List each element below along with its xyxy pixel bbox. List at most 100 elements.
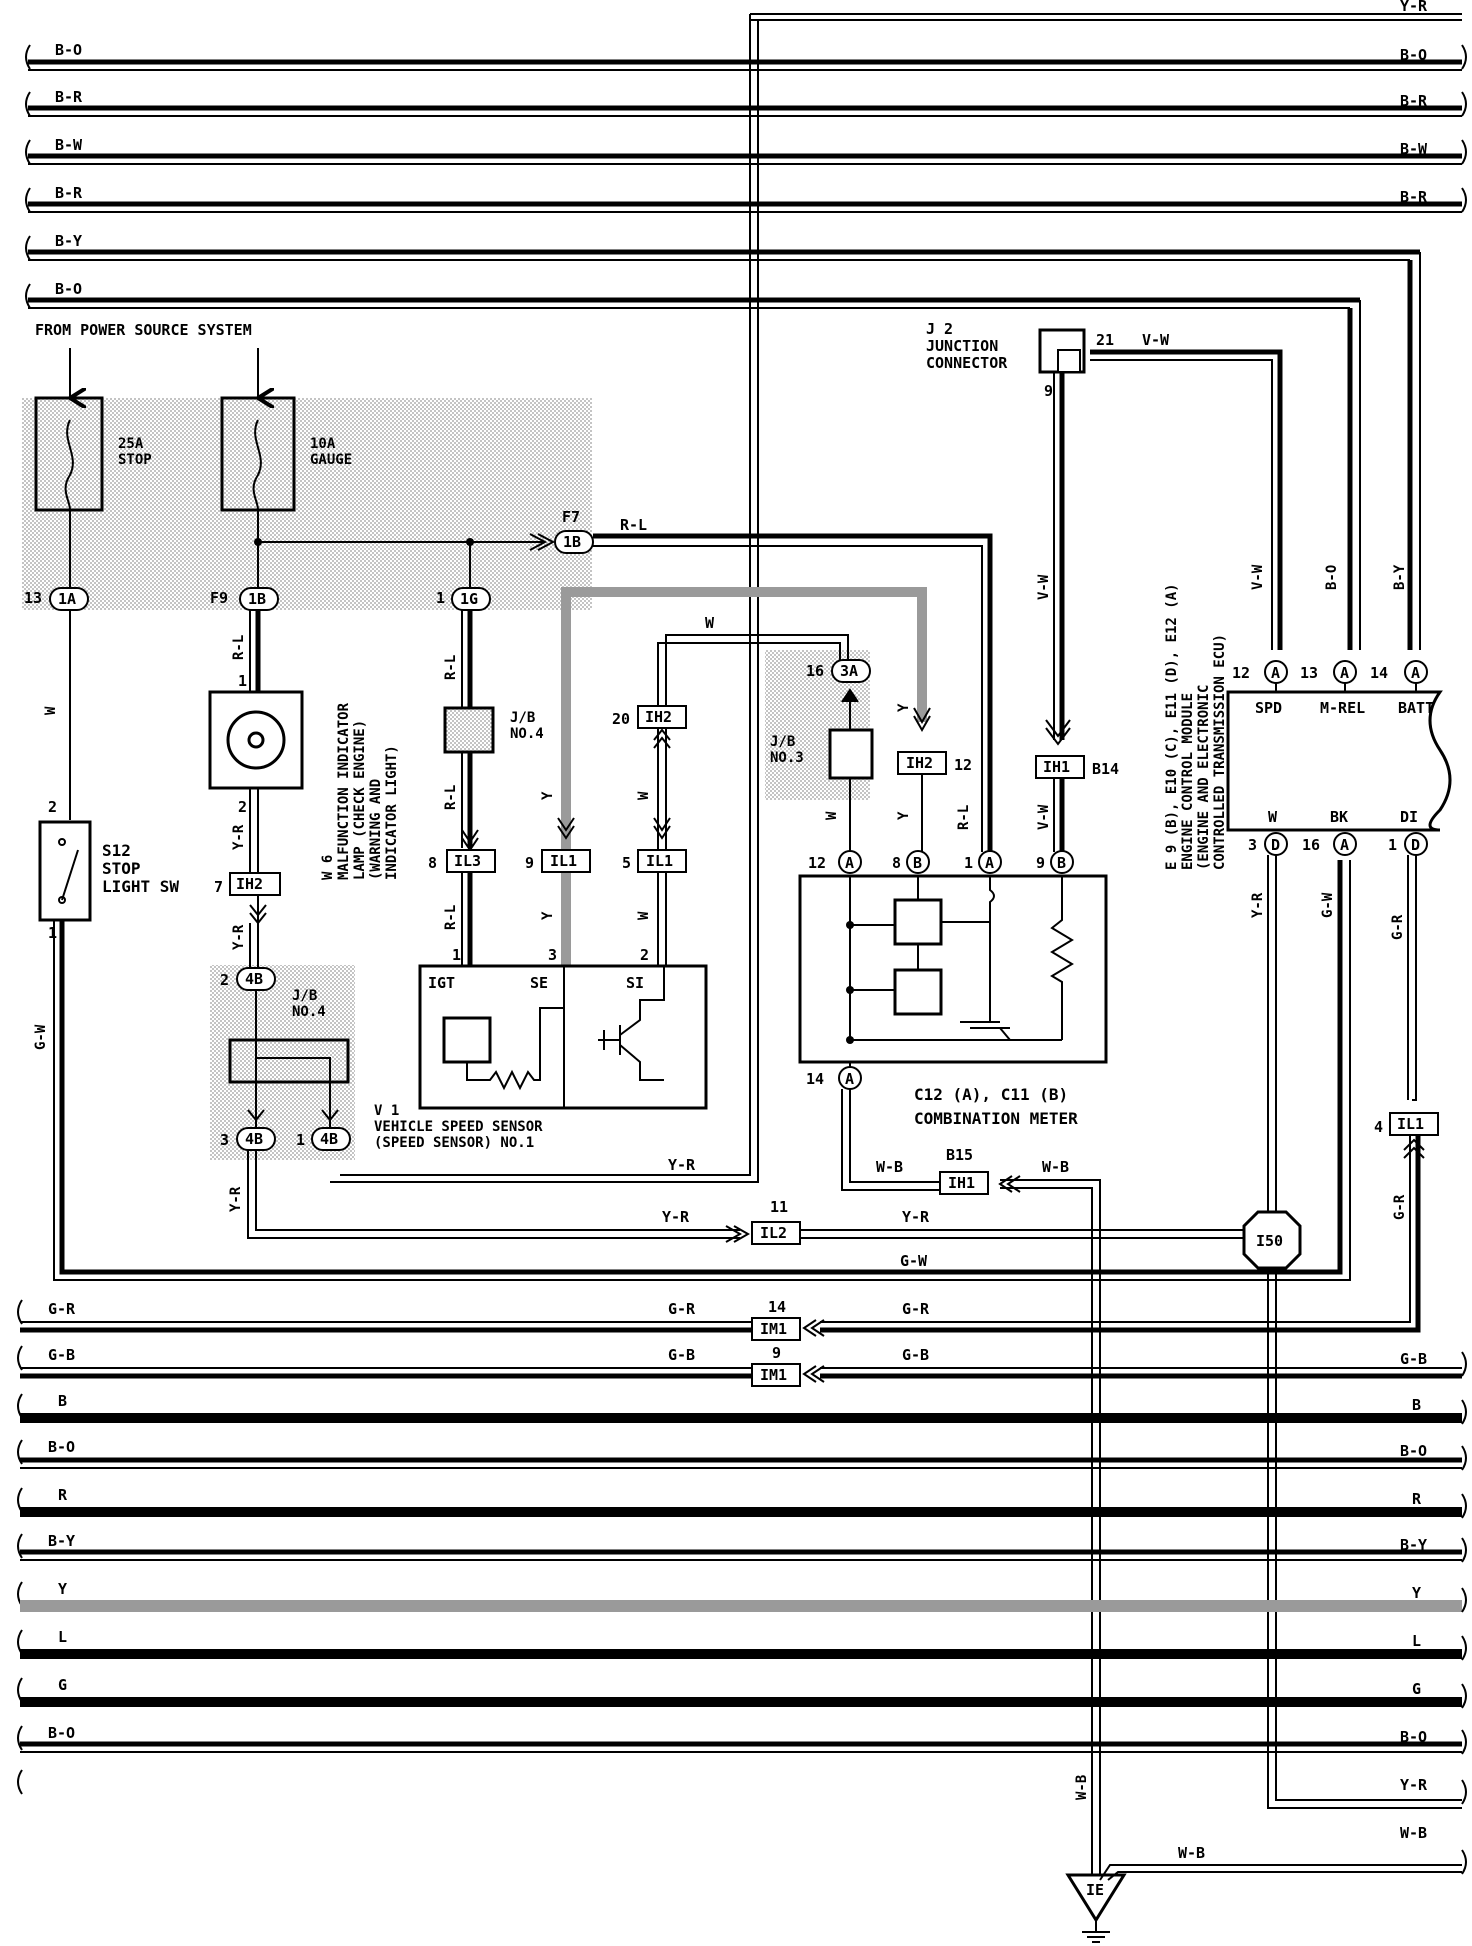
svg-text:BATT: BATT — [1398, 699, 1434, 717]
power-source-label: FROM POWER SOURCE SYSTEM — [35, 321, 252, 339]
bus-top-right-0: B-O — [1400, 46, 1427, 64]
bus-line — [25, 91, 1467, 117]
combination-meter — [798, 874, 1108, 1072]
connector-il1-b: 5 IL1 — [622, 849, 687, 873]
ecu-wire-spd: V-W — [1250, 564, 1266, 590]
svg-text:A: A — [1271, 664, 1280, 682]
wire-w-stop: W — [43, 706, 59, 715]
wire-w-il1-2: W — [636, 911, 652, 920]
meter-pin-14a: 14 A — [806, 1066, 862, 1090]
wire-yr-ih2: Y-R — [231, 924, 247, 950]
connector-3-4b: 3 4B — [220, 1127, 276, 1151]
svg-text:8: 8 — [428, 854, 437, 872]
svg-text:A: A — [845, 854, 854, 872]
jb4-upper-box — [443, 706, 495, 754]
wire-rl-il3-2: R-L — [443, 905, 459, 930]
connector-13-1a: 13 1A — [24, 587, 89, 611]
connector-im1-a: 14 IM1 — [751, 1298, 801, 1341]
bus-top-left-5: B-O — [55, 280, 82, 298]
svg-text:IH1: IH1 — [1043, 758, 1070, 776]
svg-text:1: 1 — [964, 854, 973, 872]
svg-text:1: 1 — [452, 946, 461, 964]
wire-w-il1: W — [636, 791, 652, 800]
svg-text:B: B — [913, 854, 922, 872]
wire-gr-im1-right: G-R — [902, 1300, 930, 1318]
svg-text:D: D — [1411, 836, 1420, 854]
svg-text:4B: 4B — [245, 970, 263, 988]
bus-bottom-right-6: Y — [1412, 1584, 1421, 1602]
bus-bottom-right-1: G-B — [1400, 1350, 1427, 1368]
svg-text:2: 2 — [48, 798, 57, 816]
wire-gb-im1-left: G-B — [668, 1346, 695, 1364]
junction-connector-j2: 21 V-W 9 — [1038, 328, 1170, 400]
svg-text:9: 9 — [772, 1344, 781, 1362]
svg-text:13: 13 — [24, 589, 42, 607]
svg-text:1B: 1B — [563, 533, 581, 551]
svg-text:IL3: IL3 — [454, 852, 481, 870]
svg-text:21: 21 — [1096, 331, 1114, 349]
mil-title: W 6 MALFUNCTION INDICATOR LAMP (CHECK EN… — [320, 695, 400, 880]
connector-i50: I50 — [1242, 1210, 1302, 1270]
svg-text:20: 20 — [612, 710, 630, 728]
bus-top-left-3: B-R — [55, 184, 83, 202]
svg-text:BK: BK — [1330, 808, 1348, 826]
bus-bottom-left-8: G — [58, 1676, 67, 1694]
wire-gr-il1: G-R — [1392, 1194, 1408, 1220]
svg-text:16: 16 — [806, 662, 824, 680]
bus-bottom-left-6: Y — [58, 1580, 67, 1598]
wire-yr-il2-left: Y-R — [662, 1208, 690, 1226]
bus-bottom-left-1: G-B — [48, 1346, 75, 1364]
svg-text:14: 14 — [1370, 664, 1388, 682]
svg-text:IH2: IH2 — [645, 708, 672, 726]
svg-text:7: 7 — [214, 878, 223, 896]
svg-text:1A: 1A — [58, 590, 76, 608]
svg-text:D: D — [1271, 836, 1280, 854]
wire-wb-bottom: W-B — [1178, 1844, 1205, 1862]
bus-bottom-right-5: B-Y — [1400, 1536, 1427, 1554]
wire-y-ih2: Y — [896, 703, 912, 712]
svg-text:IH1: IH1 — [948, 1174, 975, 1192]
connector-ih2-right: IH2 12 — [897, 751, 972, 775]
svg-text:1: 1 — [1388, 836, 1397, 854]
svg-text:9: 9 — [1044, 382, 1053, 400]
bus-bottom-right-9: B-O — [1400, 1728, 1427, 1746]
bus-line — [25, 44, 1467, 71]
bus-bottom-right-10: Y-R — [1400, 1776, 1428, 1794]
svg-text:2: 2 — [220, 971, 229, 989]
svg-text:IM1: IM1 — [760, 1366, 787, 1384]
svg-text:1: 1 — [48, 924, 57, 942]
svg-text:3A: 3A — [840, 662, 858, 680]
bus-bottom-right-8: G — [1412, 1680, 1421, 1698]
connector-1-4b: 1 4B — [296, 1127, 351, 1151]
svg-text:9: 9 — [1036, 854, 1045, 872]
wire-wb-ih1: W-B — [1042, 1158, 1069, 1176]
svg-text:IM1: IM1 — [760, 1320, 787, 1338]
svg-text:A: A — [1340, 664, 1349, 682]
connector-il1-a: 9 IL1 — [525, 849, 591, 873]
ecu-pin-1d: 1 D — [1388, 832, 1428, 856]
wire-wb-vert: W-B — [1074, 1775, 1090, 1800]
connector-f9-1b: F9 1B — [210, 587, 279, 611]
bus-bottom-left-7: L — [58, 1628, 67, 1646]
svg-text:B: B — [1057, 854, 1066, 872]
svg-text:4B: 4B — [245, 1130, 263, 1148]
bus-line — [25, 187, 1467, 213]
ecu-feed-wires — [1090, 252, 1421, 650]
connector-ih2-left: 7 IH2 — [214, 872, 281, 896]
wire-gw-bottom: G-W — [900, 1252, 928, 1270]
bus-bottom-right-7: L — [1412, 1632, 1421, 1650]
wire-yr-vss: Y-R — [668, 1156, 696, 1174]
svg-text:1G: 1G — [460, 590, 478, 608]
wire-yr-lamp: Y-R — [231, 824, 247, 850]
top-right-yr-label: Y-R — [1400, 0, 1428, 15]
bus-top-right-2: B-W — [1400, 140, 1428, 158]
svg-text:2: 2 — [640, 946, 649, 964]
svg-text:B15: B15 — [946, 1146, 973, 1164]
connector-f7-1b: F7 1B — [554, 508, 594, 554]
svg-text:16: 16 — [1302, 836, 1320, 854]
jb4-lower-box — [228, 990, 350, 1128]
